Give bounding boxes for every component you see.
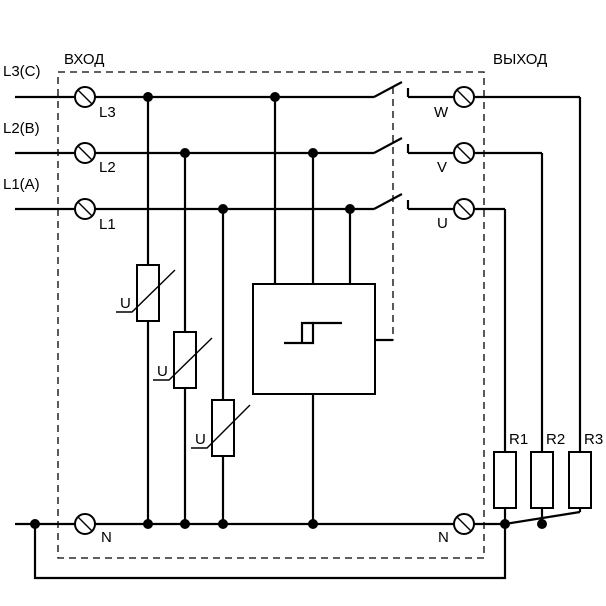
terminal-v [453,142,475,164]
load-feed-wires [503,97,582,526]
terminal-u-label: U [437,215,448,232]
terminal-l3-label: L3 [99,104,116,121]
hysteresis-icon [284,321,315,345]
terminal-l3 [74,86,96,108]
varistor-l1: U [191,209,251,524]
terminal-n-out-label: N [438,529,449,546]
terminal-n-in [74,513,96,535]
terminal-v-label: V [437,159,447,176]
line-l2-label: L2(B) [3,120,40,137]
terminal-n-in-label: N [101,529,112,546]
output-title: ВЫХОД [493,51,547,68]
terminal-l1-label: L1 [99,216,116,233]
terminal-u [453,198,475,220]
switch-linkage [375,87,394,341]
terminal-l2-label: L2 [99,159,116,176]
varistor-2-label: U [157,363,168,380]
terminal-n-out [453,513,475,535]
terminal-w [453,86,475,108]
input-title: ВХОД [64,51,104,68]
contactor-switches [373,81,410,210]
varistor-3-label: U [195,431,206,448]
load-r2-label: R2 [546,431,565,448]
control-unit [252,97,393,524]
junction-dots [30,92,547,529]
line-l1-label: L1(A) [3,176,40,193]
varistor-1-label: U [120,295,131,312]
terminal-l2 [74,142,96,164]
load-r3-label: R3 [584,431,603,448]
line-l3-label: L3(C) [3,63,41,80]
terminal-w-label: W [434,104,449,121]
varistor-l3: U [116,97,176,524]
terminal-l1 [74,198,96,220]
load-resistor-r3: R3 [568,431,603,509]
load-resistor-r2: R2 [530,431,565,509]
neutral-wire [15,522,507,580]
load-r1-label: R1 [509,431,528,448]
load-resistor-r1: R1 [493,431,528,509]
varistor-l2: U [153,153,213,524]
